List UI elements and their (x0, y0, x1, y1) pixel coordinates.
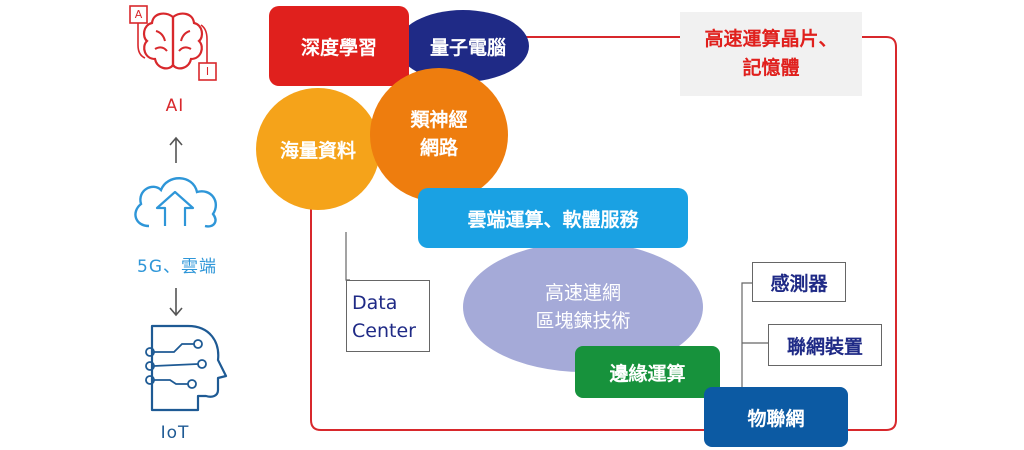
arrow-up-icon (169, 136, 183, 163)
big-data-node: 海量資料 (256, 88, 380, 210)
ai-badge-letter-i: I (205, 65, 210, 78)
iot-node: 物聯網 (704, 387, 848, 447)
head-circuit-icon (145, 324, 228, 412)
highspeed-network-line2: 區塊鍊技術 (535, 310, 631, 332)
arrow-down-icon (169, 288, 183, 317)
sensor-box: 感測器 (752, 262, 846, 302)
deep-learning-node: 深度學習 (269, 6, 409, 86)
brain-icon (129, 5, 217, 81)
data-center-line1: Data (352, 292, 398, 314)
deep-learning-label: 深度學習 (300, 36, 377, 59)
sensor-label: 感測器 (770, 272, 828, 295)
cloud-services-node: 雲端運算、軟體服務 (418, 188, 688, 248)
neural-network-line1: 類神經 (410, 109, 468, 132)
quantum-computer-label: 量子電腦 (429, 36, 506, 59)
highspeed-network-line1: 高速連網 (544, 281, 621, 304)
ai-label: AI (165, 96, 185, 116)
ai-badge-letter-a: A (134, 8, 143, 21)
iot-node-label: 物聯網 (747, 407, 805, 430)
neural-network-node: 類神經 網路 (370, 68, 508, 202)
cloud-services-label: 雲端運算、軟體服務 (467, 208, 639, 231)
sensor-bracket-line (741, 282, 768, 388)
neural-network-line2: 網路 (419, 137, 458, 159)
edge-computing-label: 邊緣運算 (609, 362, 686, 385)
datacenter-bracket-line (345, 232, 350, 281)
connected-devices-label: 聯網裝置 (786, 335, 863, 358)
iot-label: IoT (160, 423, 190, 443)
cloud-label: 5G、雲端 (137, 256, 217, 277)
chip-memory-line2: 記憶體 (742, 57, 800, 79)
connected-devices-box: 聯網裝置 (768, 324, 882, 366)
red-frame-line (310, 36, 897, 431)
big-data-label: 海量資料 (279, 139, 356, 162)
edge-computing-node: 邊緣運算 (575, 346, 720, 398)
chip-memory-box: 高速運算晶片、 記憶體 (680, 12, 862, 96)
quantum-computer-node: 量子電腦 (397, 10, 529, 82)
data-center-box: Data Center (346, 280, 430, 352)
data-center-line2: Center (352, 319, 416, 342)
chip-memory-line1: 高速運算晶片、 (704, 27, 838, 50)
cloud-upload-icon (134, 177, 218, 228)
